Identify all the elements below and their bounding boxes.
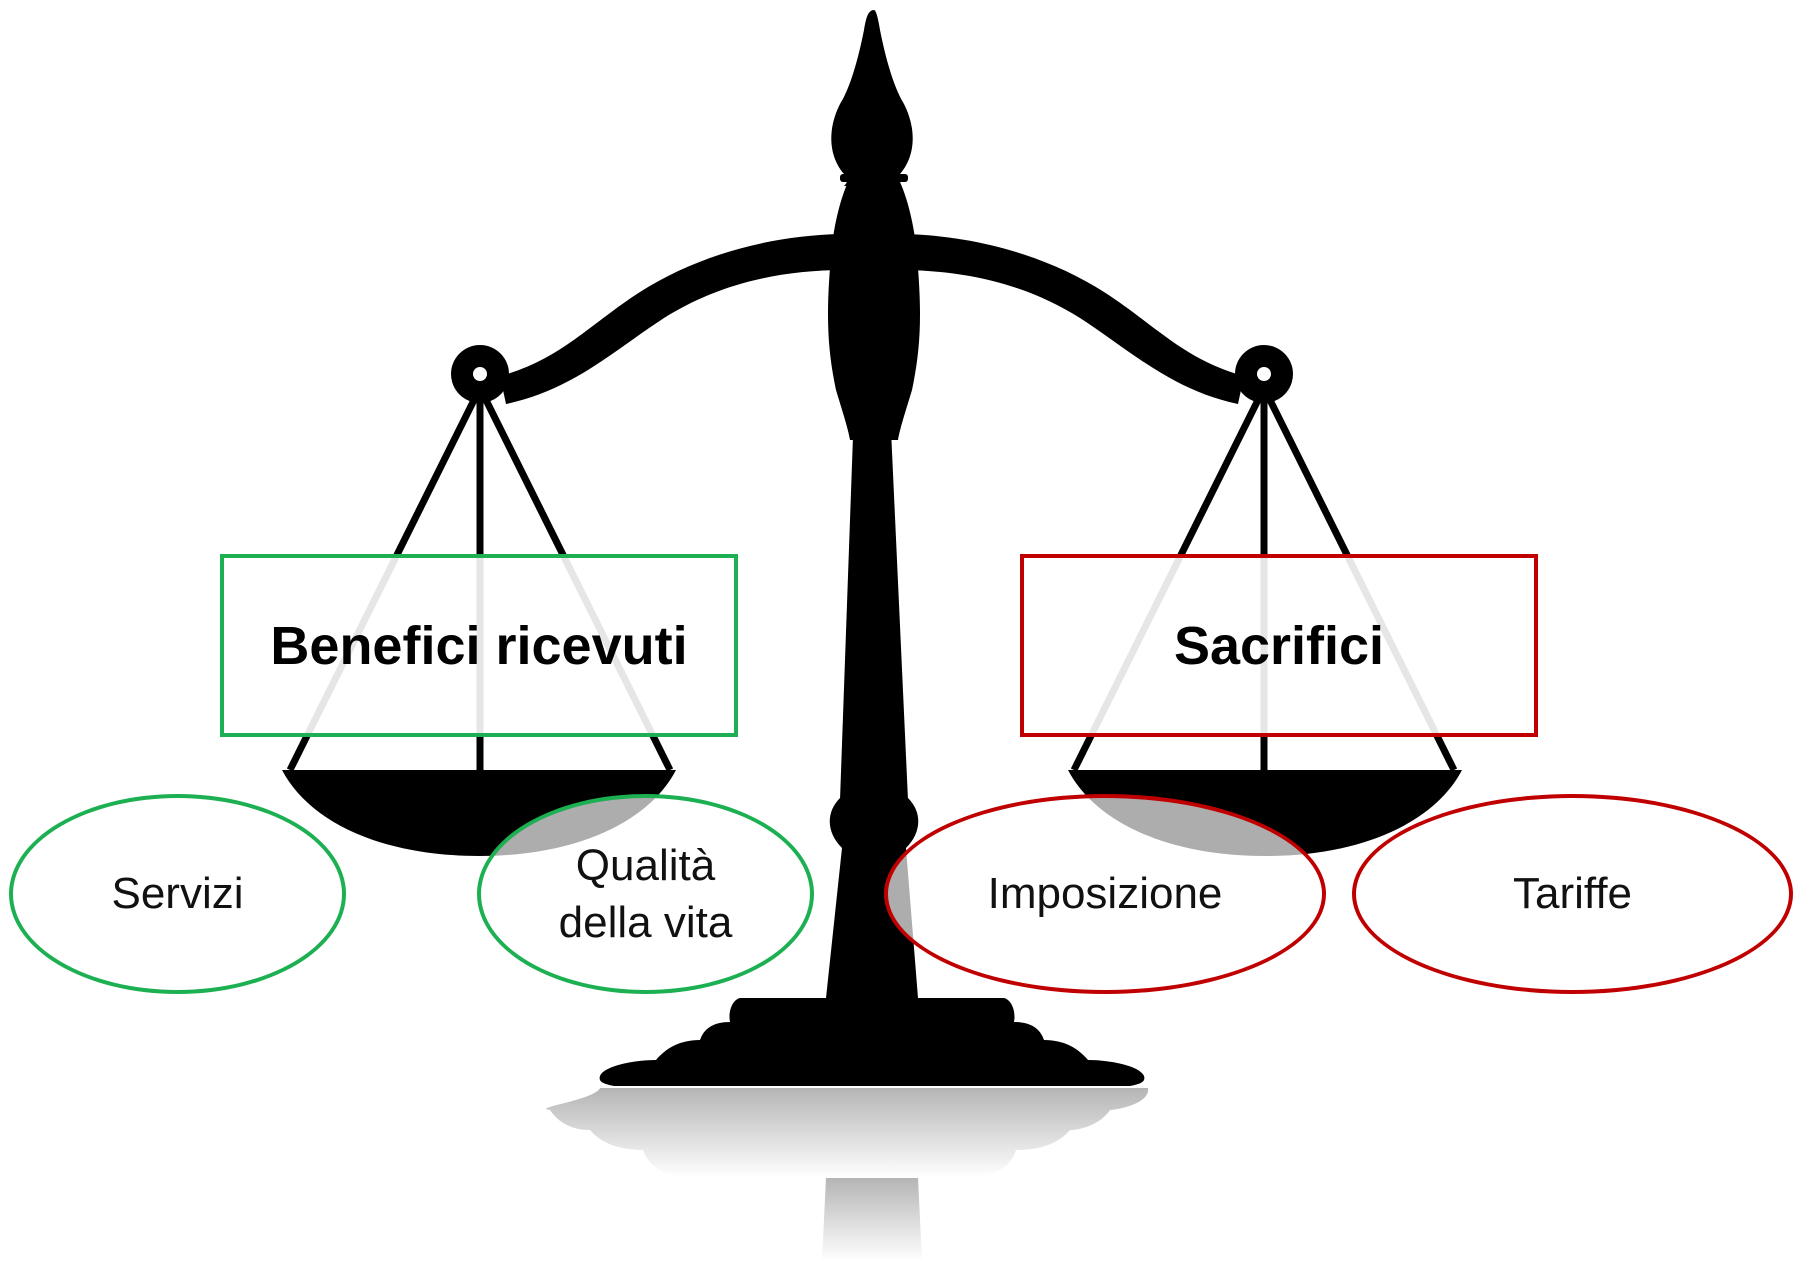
benefici-ricevuti-box: Benefici ricevuti xyxy=(220,554,738,737)
tariffe-label: Tariffe xyxy=(1512,869,1633,919)
imposizione-ellipse: Imposizione xyxy=(884,794,1326,994)
tariffe-ellipse: Tariffe xyxy=(1352,794,1793,994)
base-reflection xyxy=(546,1088,1149,1261)
qualita-della-vita-label: Qualità della vita xyxy=(558,840,733,947)
sacrifici-label: Sacrifici xyxy=(1173,615,1385,676)
servizi-label: Servizi xyxy=(111,869,244,919)
qualita-della-vita-ellipse: Qualità della vita xyxy=(477,794,814,994)
sacrifici-box: Sacrifici xyxy=(1020,554,1538,737)
servizi-ellipse: Servizi xyxy=(9,794,346,994)
imposizione-label: Imposizione xyxy=(987,869,1223,919)
benefici-ricevuti-label: Benefici ricevuti xyxy=(270,615,688,676)
